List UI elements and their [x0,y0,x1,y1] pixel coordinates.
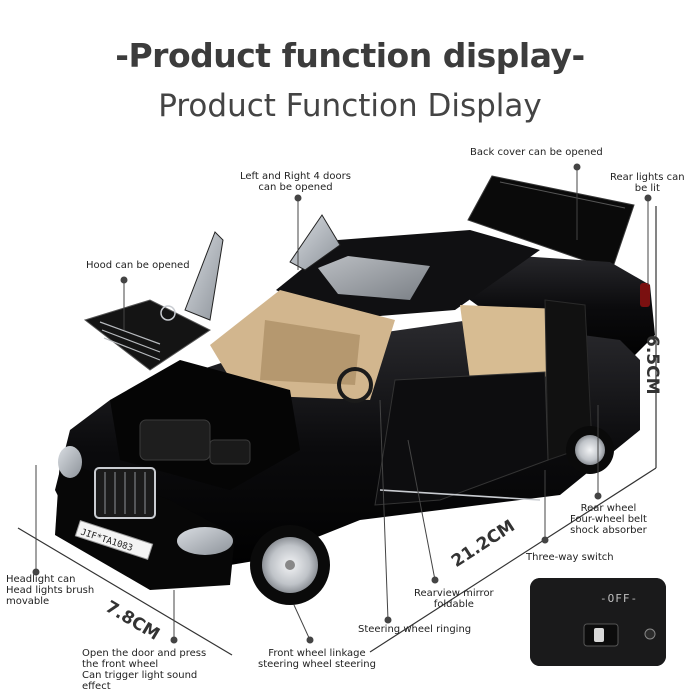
switch-inset-graphic [530,578,666,666]
label-doors-line1: Left and Right 4 doors [240,171,351,182]
headlight-right [177,527,233,555]
left-rear-door-open [289,214,341,271]
label-steering-ringing: Steering wheel ringing [358,624,472,635]
grille-vents [99,321,161,361]
sunroof [318,256,430,300]
front-door [374,371,549,506]
grille-slats [104,472,146,514]
switch-screw [644,628,656,640]
label-three-way-switch: Three-way switch [526,552,614,563]
label-rear-lights-line1: Rear lights can [610,172,685,183]
label-rear-wheel-line1: Rear wheel [580,503,637,514]
label-doors: Left and Right 4 doors can be opened [240,171,351,193]
label-open-door-line4: effect [82,681,111,692]
rear-light [640,283,650,307]
switch-inset: -OFF- [530,578,666,666]
page-subtitle: Product Function Display [158,88,542,124]
label-hood: Hood can be opened [86,260,190,271]
dimension-lines [17,206,657,656]
width-dimension-line [17,527,233,656]
front-seat [260,320,360,385]
engine [139,419,211,461]
label-front-wheel: Front wheel linkage steering wheel steer… [258,648,376,670]
label-rear-wheel-line3: shock absorber [570,525,647,536]
length-dimension-line [369,467,657,653]
left-front-door-open [184,231,224,321]
label-rear-lights: Rear lights can be lit [610,172,685,194]
battery [209,439,251,465]
door-chrome-strip [379,489,541,501]
front-wheel-hub [285,560,295,570]
label-front-wheel-line2: steering wheel steering [258,659,376,670]
rear-wheel-rim [575,435,605,465]
label-doors-line2: can be opened [258,182,333,193]
label-headlight-line1: Headlight can [6,574,76,585]
switch-knob [594,628,604,642]
dimension-height: 6.5CM [642,335,662,395]
label-rearview-line1: Rearview mirror [414,588,494,599]
label-front-wheel-line1: Front wheel linkage [268,648,366,659]
label-rear-wheel-line2: Four-wheel belt [570,514,647,525]
hood-emblem [160,305,176,321]
label-headlight-line3: movable [6,596,50,607]
trunk-lid-highlight [499,181,626,209]
license-plate [74,520,154,560]
label-open-door-line3: Can trigger light sound [82,670,198,681]
headlight-left [58,446,82,478]
label-back-cover: Back cover can be opened [470,147,603,158]
label-rearview-mirror: Rearview mirror foldable [414,588,494,610]
leader-lines [32,163,652,644]
steering-wheel [337,367,373,403]
label-open-door-line2: the front wheel [82,659,159,670]
page-title: -Product function display- [115,36,585,75]
label-open-door: Open the door and press the front wheel … [82,648,206,692]
switch-marking: -OFF- [600,592,639,605]
label-headlight: Headlight can Head lights brush movable [6,574,94,607]
hood [83,299,211,371]
label-open-door-line1: Open the door and press [82,648,207,659]
label-headlight-line2: Head lights brush [6,585,95,596]
label-rearview-line2: foldable [433,599,474,610]
label-rear-wheel: Rear wheel Four-wheel belt shock absorbe… [570,503,647,536]
label-rear-lights-line2: be lit [634,183,660,194]
